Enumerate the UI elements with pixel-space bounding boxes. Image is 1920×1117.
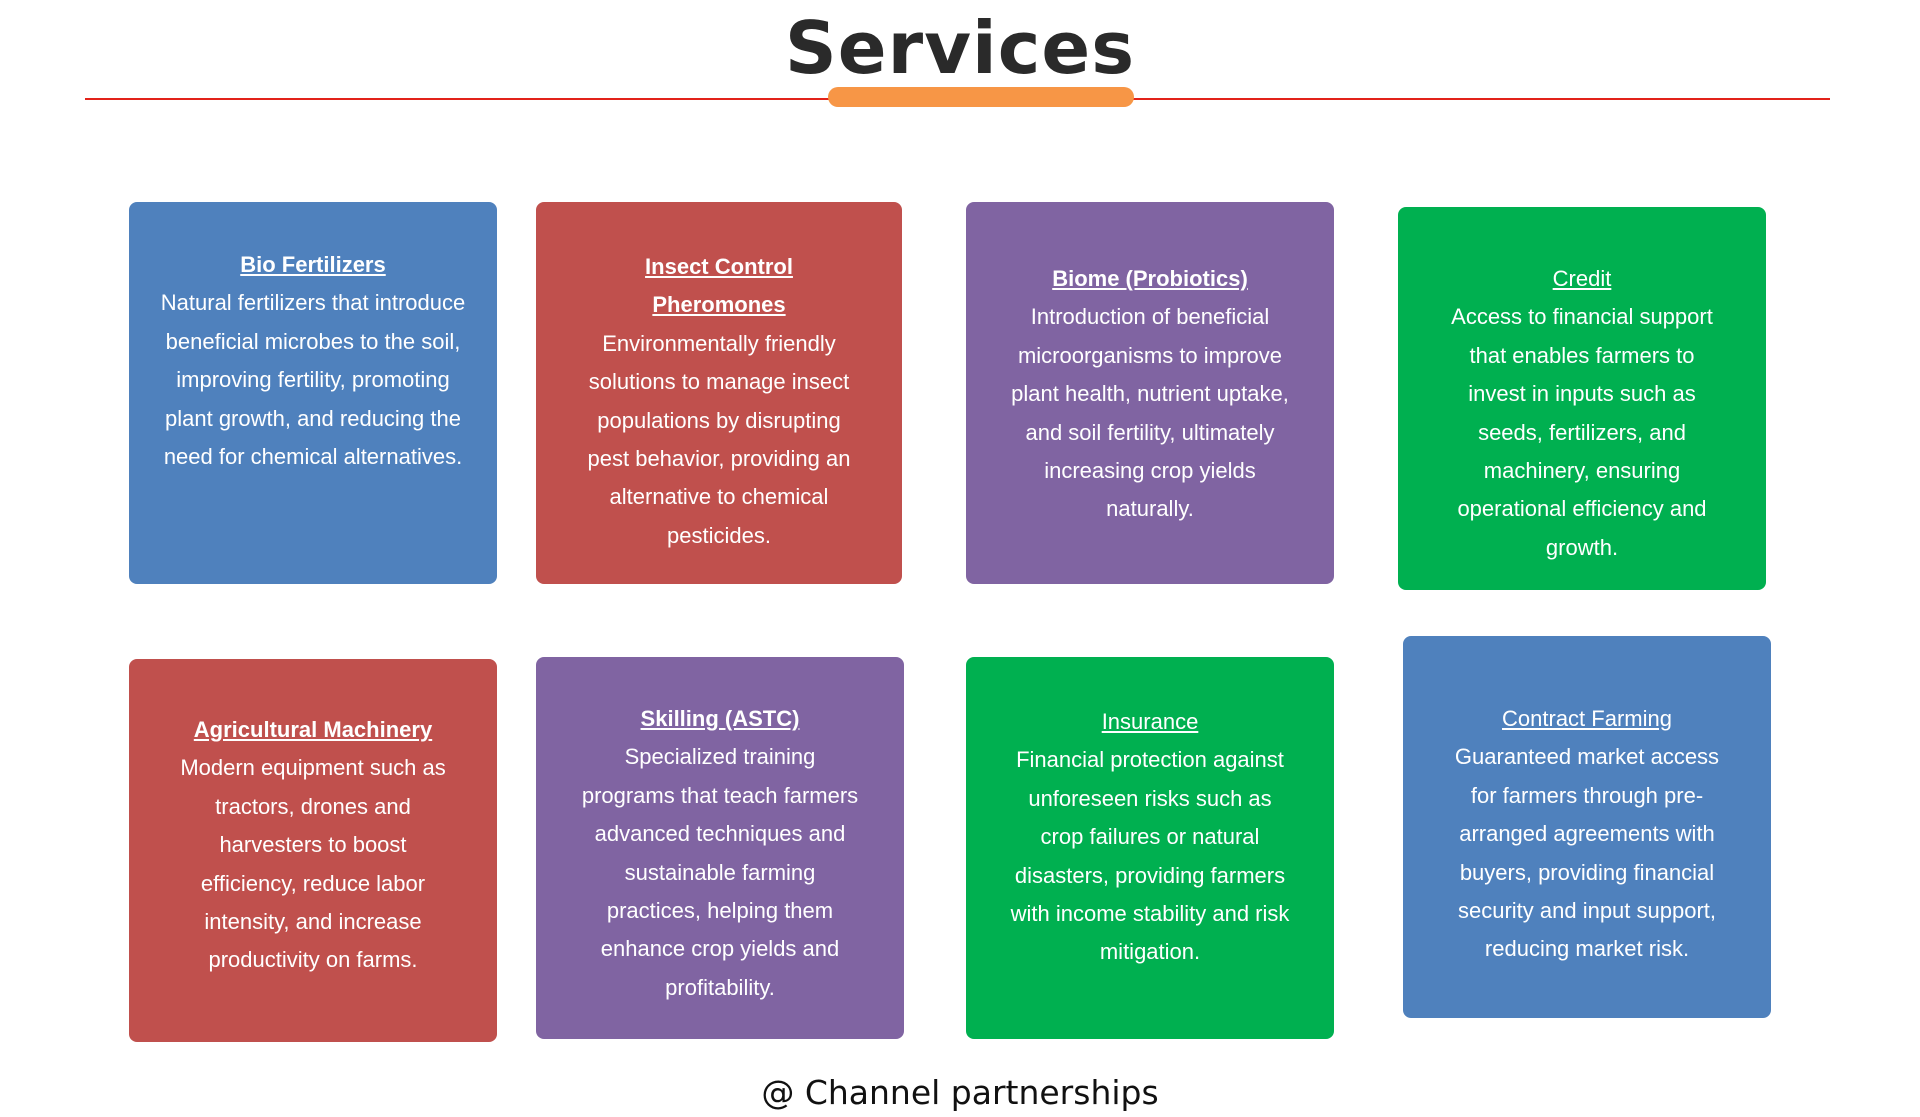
card-contract-farming: Contract Farming Guaranteed market acces… xyxy=(1403,636,1771,1018)
card-skilling-astc: Skilling (ASTC) Specialized training pro… xyxy=(536,657,904,1039)
page-title: Services xyxy=(784,6,1136,90)
card-title: Insect Control Pheromones xyxy=(645,254,793,318)
card-biome-probiotics: Biome (Probiotics) Introduction of benef… xyxy=(966,202,1334,584)
card-credit: Credit Access to financial support that … xyxy=(1398,207,1766,590)
card-insurance: Insurance Financial protection against u… xyxy=(966,657,1334,1039)
card-title: Contract Farming xyxy=(1502,706,1672,731)
card-agricultural-machinery: Agricultural Machinery Modern equipment … xyxy=(129,659,497,1042)
card-description: Financial protection against unforeseen … xyxy=(1010,747,1290,965)
card-description: Guaranteed market access for farmers thr… xyxy=(1454,744,1720,962)
card-description: Modern equipment such as tractors, drone… xyxy=(180,755,446,973)
card-title: Bio Fertilizers xyxy=(240,252,386,277)
card-title: Credit xyxy=(1552,266,1612,291)
footer-channel-partnerships: @ Channel partnerships xyxy=(761,1073,1159,1112)
title-accent-bar xyxy=(828,87,1134,107)
card-insect-control-pheromones: Insect Control Pheromones Environmentall… xyxy=(536,202,902,584)
card-description: Specialized training programs that teach… xyxy=(581,744,859,1000)
card-title: Biome (Probiotics) xyxy=(1052,266,1248,291)
card-description: Environmentally friendly solutions to ma… xyxy=(587,330,851,548)
card-title: Insurance xyxy=(1101,709,1199,734)
card-title: Agricultural Machinery xyxy=(193,717,433,742)
card-bio-fertilizers: Bio Fertilizers Natural fertilizers that… xyxy=(129,202,497,584)
card-description: Introduction of beneficial microorganism… xyxy=(1011,304,1289,522)
card-description: Access to financial support that enables… xyxy=(1451,304,1713,560)
card-description: Natural fertilizers that introduce benef… xyxy=(160,290,466,470)
card-title: Skilling (ASTC) xyxy=(640,706,800,731)
